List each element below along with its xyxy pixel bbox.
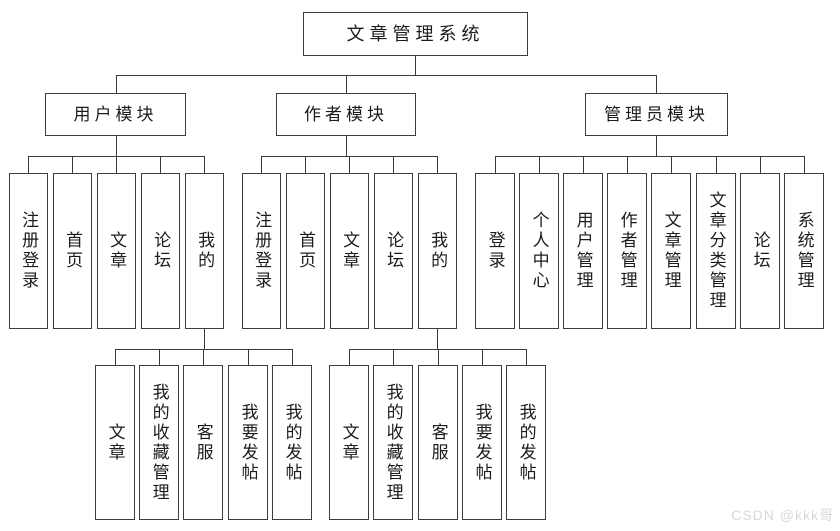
connector-author-trunk	[346, 136, 347, 156]
connector-admin-child-drop	[583, 156, 584, 173]
connector-admin-trunk	[656, 136, 657, 156]
node-admin-module: 管理员模块	[585, 93, 728, 136]
connector-author-mine-drop	[438, 349, 439, 365]
connector-author-child-drop	[437, 156, 438, 173]
node-author-mine-favorites-management: 我的收藏管理	[373, 365, 413, 520]
connector-root-trunk	[415, 56, 416, 75]
connector-author-child-drop	[261, 156, 262, 173]
node-admin-author-management: 作者管理	[607, 173, 647, 329]
connector-level1-rail	[116, 75, 657, 76]
node-admin-forum: 论坛	[740, 173, 780, 329]
connector-admin-child-drop	[716, 156, 717, 173]
connector-user-mine-drop	[203, 349, 204, 365]
node-admin-personal-center: 个人中心	[519, 173, 559, 329]
connector-author-mine-drop	[526, 349, 527, 365]
node-author-mine-my-posts: 我的发帖	[506, 365, 546, 520]
connector-admin-child-drop	[539, 156, 540, 173]
node-admin-user-management: 用户管理	[563, 173, 603, 329]
connector-admin-child-drop	[671, 156, 672, 173]
node-author-mine-article: 文章	[329, 365, 369, 520]
connector-user-child-drop	[72, 156, 73, 173]
connector-author-child-drop	[393, 156, 394, 173]
connector-user-child-drop	[116, 156, 117, 173]
node-author-forum: 论坛	[374, 173, 413, 329]
node-user-mine: 我的	[185, 173, 224, 329]
node-author-module: 作者模块	[276, 93, 416, 136]
connector-user-mine-drop	[292, 349, 293, 365]
node-user-mine-create-post: 我要发帖	[228, 365, 268, 520]
connector-admin-child-drop	[804, 156, 805, 173]
connector-admin-module-drop	[656, 75, 657, 93]
connector-user-trunk	[116, 136, 117, 156]
connector-author-mine-trunk	[437, 329, 438, 349]
node-user-mine-customer-service: 客服	[183, 365, 223, 520]
node-author-home: 首页	[286, 173, 325, 329]
node-user-forum: 论坛	[141, 173, 180, 329]
connector-author-mine-drop	[482, 349, 483, 365]
connector-admin-child-drop	[760, 156, 761, 173]
connector-user-mine-drop	[115, 349, 116, 365]
connector-user-module-drop	[116, 75, 117, 93]
node-admin-login: 登录	[475, 173, 515, 329]
connector-user-mine-trunk	[204, 329, 205, 349]
connector-admin-child-drop	[627, 156, 628, 173]
connector-author-module-drop	[346, 75, 347, 93]
node-user-register-login: 注册登录	[9, 173, 48, 329]
node-author-mine: 我的	[418, 173, 457, 329]
connector-admin-rail	[495, 156, 805, 157]
connector-user-mine-drop	[159, 349, 160, 365]
connector-user-child-drop	[28, 156, 29, 173]
node-user-mine-article: 文章	[95, 365, 135, 520]
connector-user-child-drop	[204, 156, 205, 173]
node-author-article: 文章	[330, 173, 369, 329]
node-author-mine-customer-service: 客服	[418, 365, 458, 520]
node-user-module: 用户模块	[45, 93, 186, 136]
node-author-mine-create-post: 我要发帖	[462, 365, 502, 520]
node-user-home: 首页	[53, 173, 92, 329]
connector-user-mine-drop	[248, 349, 249, 365]
node-user-mine-favorites-management: 我的收藏管理	[139, 365, 179, 520]
node-admin-system-management: 系统管理	[784, 173, 824, 329]
connector-user-child-drop	[160, 156, 161, 173]
node-admin-article-management: 文章管理	[651, 173, 691, 329]
connector-admin-child-drop	[495, 156, 496, 173]
connector-author-child-drop	[349, 156, 350, 173]
node-admin-article-category-management: 文章分类管理	[696, 173, 736, 329]
connector-user-mine-rail	[115, 349, 293, 350]
node-user-mine-my-posts: 我的发帖	[272, 365, 312, 520]
node-author-register-login: 注册登录	[242, 173, 281, 329]
connector-author-mine-drop	[393, 349, 394, 365]
csdn-watermark: CSDN @kkk哥	[731, 507, 834, 523]
connector-author-child-drop	[305, 156, 306, 173]
node-article-management-system: 文章管理系统	[303, 12, 528, 56]
connector-author-mine-drop	[349, 349, 350, 365]
node-user-article: 文章	[97, 173, 136, 329]
